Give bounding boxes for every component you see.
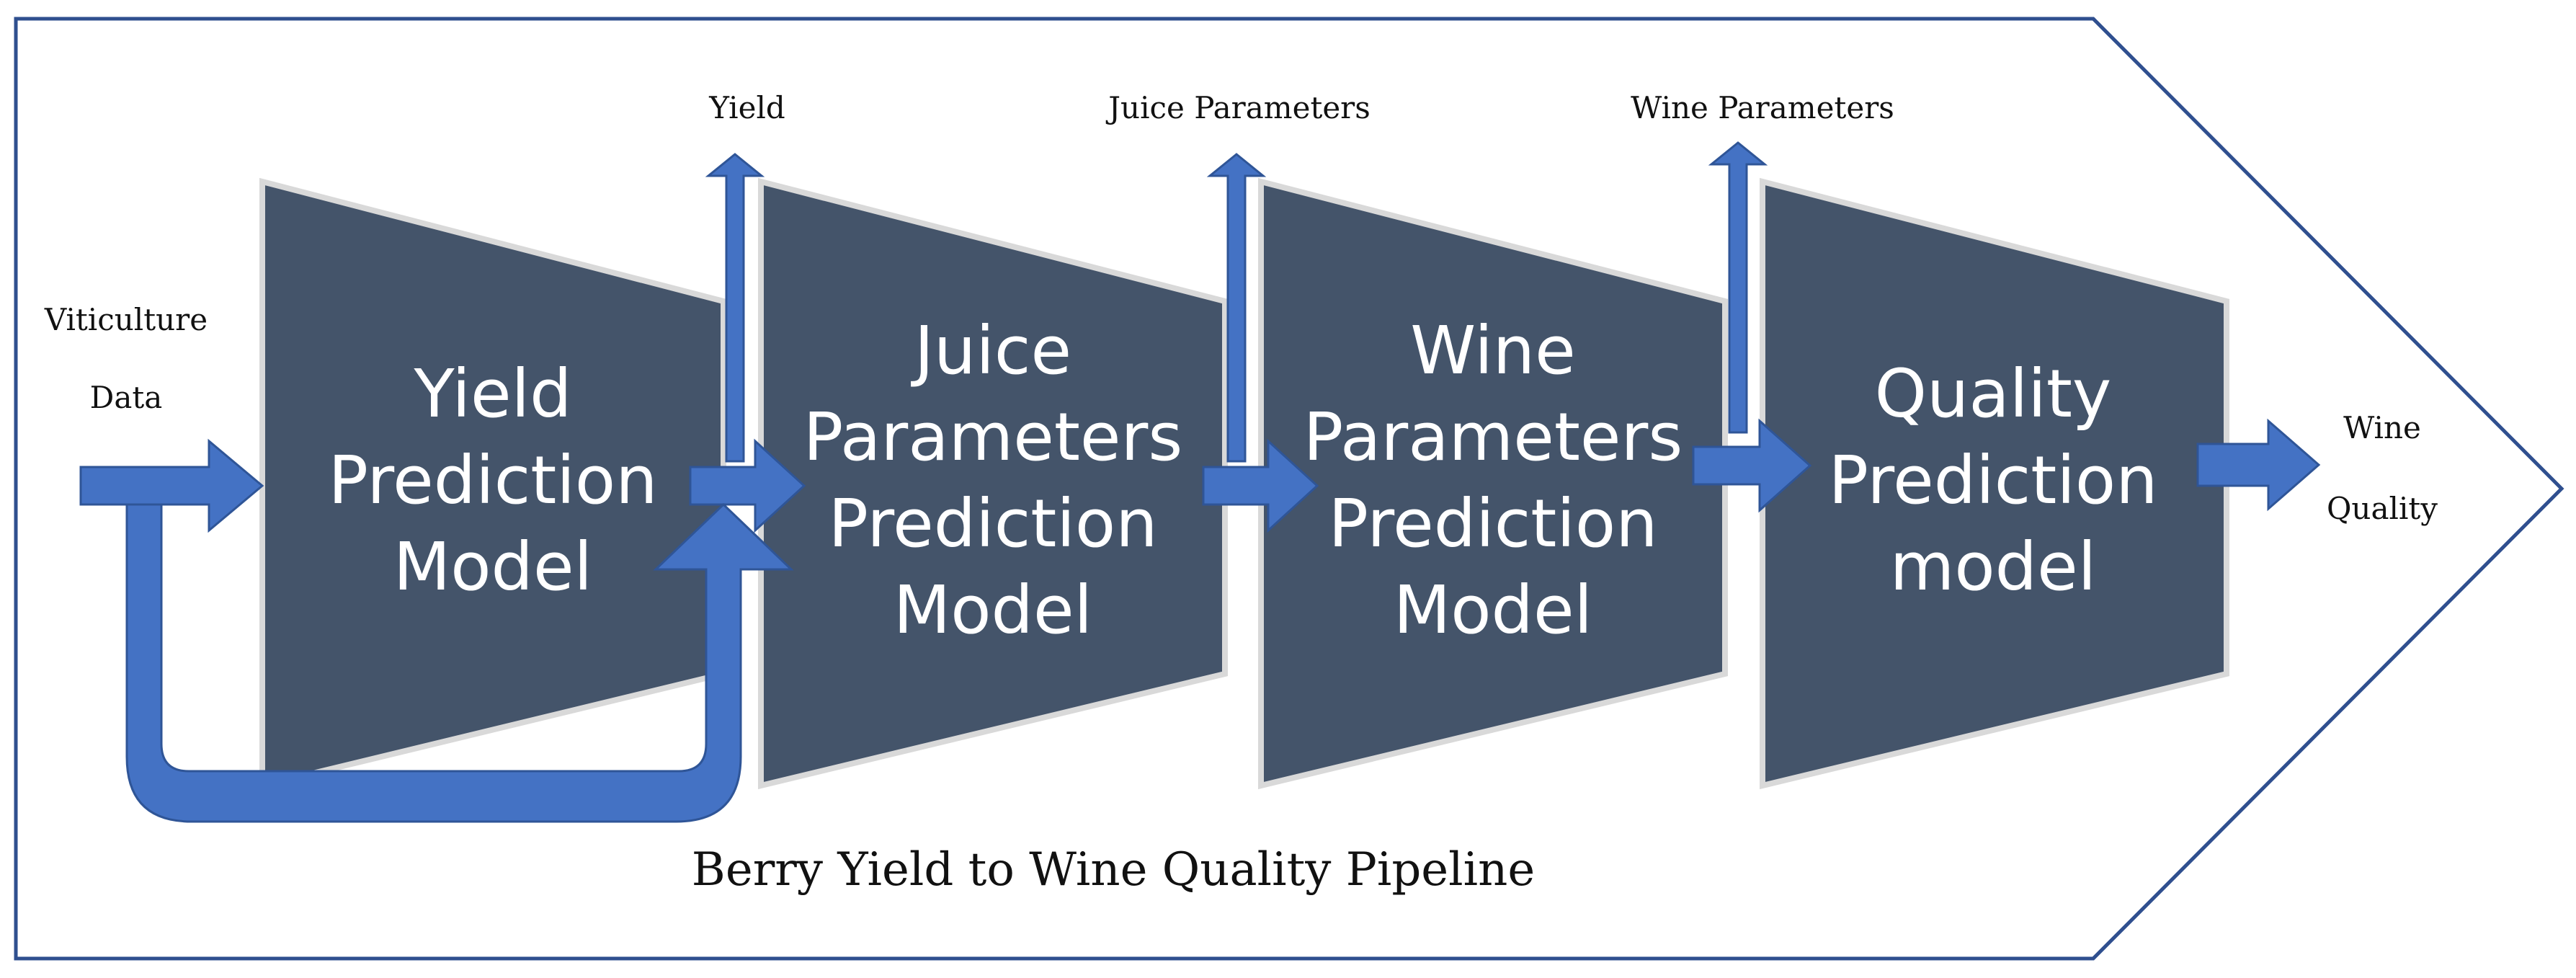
diagram-title: Berry Yield to Wine Quality Pipeline — [692, 843, 1535, 897]
stage-label-juice-3: Prediction — [828, 485, 1157, 562]
arrow-yield-to-juice — [689, 438, 806, 533]
stage-block-wine — [1258, 177, 1728, 790]
final-output-line2: Quality — [2327, 491, 2438, 526]
input-arrow — [79, 438, 264, 533]
stage-label-wine-2: Parameters — [1303, 399, 1683, 476]
stage-label-juice-1: Juice — [911, 312, 1071, 389]
stage-label-juice-4: Model — [893, 572, 1092, 649]
input-label-line1: Viticulture — [44, 302, 208, 337]
output-arrow-yield — [705, 153, 765, 463]
stage-label-wine-1: Wine — [1410, 312, 1575, 389]
final-output-line1: Wine — [2343, 410, 2421, 445]
output-arrow-wine — [1708, 141, 1768, 434]
stage-label-yield-3: Model — [393, 528, 592, 605]
output-label-wine-parameters: Wine Parameters — [1631, 90, 1894, 125]
output-arrow — [2196, 418, 2321, 512]
stage-label-quality-1: Quality — [1875, 355, 2112, 432]
stage-label-yield-2: Prediction — [328, 442, 657, 519]
bypass-arrow — [125, 502, 794, 823]
stage-label-wine-4: Model — [1394, 572, 1592, 649]
stage-block-quality — [1760, 177, 2229, 790]
stage-label-juice-2: Parameters — [803, 399, 1183, 476]
stage-label-quality-2: Prediction — [1828, 442, 2157, 519]
stage-block-juice — [758, 177, 1228, 790]
input-label-line2: Data — [90, 380, 163, 415]
stage-label-wine-3: Prediction — [1328, 485, 1657, 562]
output-label-yield: Yield — [708, 90, 785, 125]
output-arrow-juice — [1206, 153, 1267, 463]
arrow-wine-to-quality — [1692, 418, 1812, 513]
output-label-juice-parameters: Juice Parameters — [1105, 90, 1371, 125]
stage-label-quality-3: model — [1890, 528, 2096, 605]
arrow-juice-to-wine — [1202, 438, 1319, 533]
stage-label-yield-1: Yield — [413, 355, 571, 432]
